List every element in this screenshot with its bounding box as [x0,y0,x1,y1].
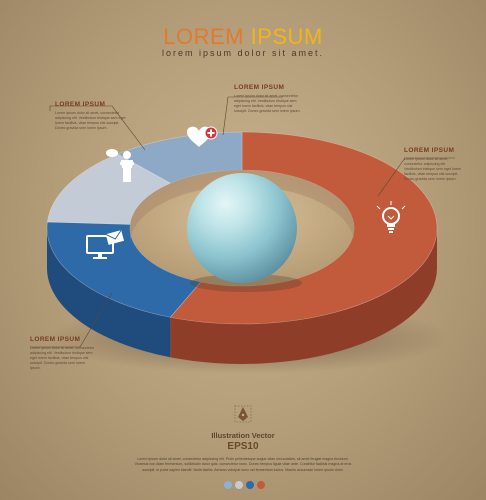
callout-right: LOREM IPSUM Lorem ipsum dolor sit amet, … [404,147,462,182]
leader-lines [30,96,455,348]
callout-top-left-label: LOREM IPSUM [55,101,106,108]
footer-title: Illustration Vector [211,431,275,440]
palette-swatch [257,481,265,489]
title-word-1: LOREM [163,24,244,49]
leader-line-top-stem [222,96,229,136]
heart-plus-icon [186,126,218,147]
palette-swatch [224,481,232,489]
monitor-mail-icon [86,229,125,259]
leader-line-bottom-left-stem [79,292,113,348]
page-title: LOREM IPSUM [0,24,486,50]
footer-description: Lorem ipsum dolor sit amet, consectetur … [134,457,352,472]
palette-swatch [235,481,243,489]
pen-tool-icon [234,405,252,423]
page-subtitle: lorem ipsum dolor sit amet. [161,48,325,58]
callout-bottom-left-desc: Lorem ipsum dolor sit amet, consectetur … [30,346,94,370]
callout-top-label: LOREM IPSUM [234,84,285,91]
leader-line-right [377,157,455,197]
callout-top-left-desc: Lorem ipsum dolor sit amet, consectetur … [55,111,126,130]
sphere-shadow [190,274,302,292]
leader-line-top-left [49,105,146,151]
callout-top-desc: Lorem ipsum dolor sit amet, consectetur … [234,94,301,113]
color-palette [224,481,265,489]
callout-bottom-left-label: LOREM IPSUM [30,336,81,343]
callout-bottom-left: LOREM IPSUM Lorem ipsum dolor sit amet, … [30,336,96,371]
footer-eps-label: EPS10 [227,441,259,452]
ring-inner-wall [130,170,354,244]
ring-sides [47,228,437,365]
center-sphere [187,173,297,283]
callout-right-desc: Lorem ipsum dolor sit amet, consectetur … [404,157,461,181]
callout-top: LOREM IPSUM Lorem ipsum dolor sit amet, … [234,84,302,114]
speaker-podium-icon [106,149,134,182]
title-word-2: IPSUM [250,24,323,49]
callout-top-left: LOREM IPSUM Lorem ipsum dolor sit amet, … [55,101,127,131]
palette-swatch [246,481,254,489]
ring-segment-red-side [170,228,437,365]
ring-segment-blue-side [47,228,171,358]
callout-right-label: LOREM IPSUM [404,147,455,154]
lightbulb-icon [376,201,406,233]
